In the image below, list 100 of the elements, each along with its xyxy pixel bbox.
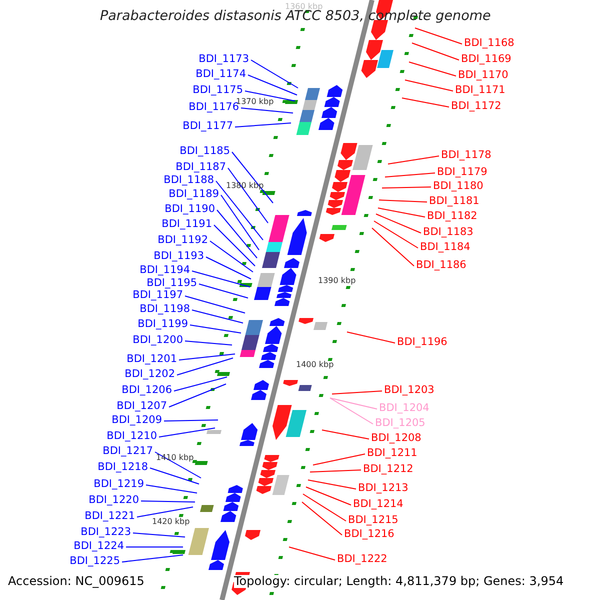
leader-line [178,354,236,360]
leader-line [216,210,258,258]
gene-label: BDI_1187 [176,161,226,174]
leader-line [234,122,292,128]
leader-line [192,310,244,324]
leader-line [302,494,346,522]
gene-label: BDI_1218 [98,461,148,474]
leader-line [206,256,252,280]
gene-label: BDI_1211 [367,447,418,460]
gene-label: BDI_1202 [124,368,175,381]
leader-line [330,398,374,424]
gene-label: BDI_1216 [344,528,394,541]
gene-label: BDI_1168 [464,37,514,50]
leader-line [310,470,362,472]
leader-line [168,384,226,408]
leader-line [140,500,196,502]
leader-line [214,224,256,266]
gene-label: BDI_1190 [164,203,215,216]
gene-label: BDI_1214 [353,498,404,511]
scale-label: 1360 kbp [285,2,323,11]
gene-label: BDI_1170 [458,69,508,82]
gene-label: BDI_1198 [140,303,190,316]
leader-line [192,270,250,288]
gene-label: BDI_1217 [102,445,153,458]
gene-label: BDI_1185 [180,145,230,158]
gene-label: BDI_1221 [84,510,135,523]
leader-line [158,428,216,438]
gene-label: BDI_1175 [192,84,243,97]
leader-line [176,358,234,376]
leader-line [250,60,298,88]
gene-label: BDI_1193 [154,250,204,263]
leader-line [232,152,274,204]
gene-label: BDI_1200 [132,334,183,347]
gene-label: BDI_1182 [427,210,478,223]
gene-label: BDI_1199 [138,318,188,331]
leader-line [376,214,422,234]
gene-label: BDI_1205 [375,417,426,430]
scale-label: 1400 kbp [296,360,334,370]
gene-label: BDI_1224 [74,540,124,553]
gene-label: BDI_1212 [363,463,414,476]
gene-label: BDI_1186 [416,259,466,272]
leader-line [384,172,436,178]
gene-label: BDI_1204 [379,402,430,415]
gene-label: BDI_1215 [348,514,398,527]
genome-info-text: Topology: circular; Length: 4,811,379 bp; Genes: 3,954 [234,575,564,588]
gene-label: BDI_1173 [198,53,249,66]
gene-label: BDI_1203 [384,384,434,397]
leader-line [372,228,414,266]
leader-line [210,240,254,272]
gene-label: BDI_1207 [116,400,167,413]
leader-line [220,194,260,250]
leader-line [312,454,366,466]
leader-line [402,98,450,108]
scale-label: 1370 kbp [236,97,274,106]
leader-line [154,452,202,478]
gene-label: BDI_1184 [420,241,470,254]
gene-label: BDI_1195 [146,277,197,290]
gene-label: BDI_1223 [80,526,131,539]
leader-line [244,90,296,102]
leader-line [150,468,200,484]
leader-line [122,554,184,562]
leader-line [198,284,248,298]
leader-line [184,296,246,314]
leader-line [378,200,428,202]
leader-line [388,156,440,164]
gene-label: BDI_1189 [168,188,219,201]
leader-line [126,546,184,548]
leader-line [346,332,396,344]
leader-line [288,546,336,560]
gene-label: BDI_1225 [70,555,120,568]
gene-label: BDI_1213 [358,482,408,495]
gene-label: BDI_1197 [132,289,183,302]
gene-label: BDI_1209 [112,414,162,427]
gene-label: BDI_1176 [188,101,239,114]
leader-line [228,168,268,224]
leader-line [302,502,342,536]
leader-line [132,532,186,538]
gene-label: BDI_1177 [182,120,233,133]
gene-label: BDI_1171 [455,84,506,97]
leader-line [408,62,456,76]
gene-label: BDI_1220 [88,494,139,507]
leader-line [414,28,462,44]
leader-line [216,180,264,240]
gene-label: BDI_1174 [196,68,246,81]
gene-label: BDI_1179 [437,166,488,179]
leader-line [404,80,454,92]
leader-line [190,324,242,334]
leader-line [306,486,352,506]
gene-label: BDI_1208 [371,432,422,445]
leader-line [322,430,370,440]
gene-label: BDI_1206 [122,384,172,397]
leader-line [146,484,198,494]
leader-line [164,420,218,422]
gene-label: BDI_1178 [441,149,492,162]
gene-label: BDI_1196 [397,336,448,349]
leader-line [412,42,460,60]
leader-line [240,108,294,114]
gene-label: BDI_1192 [158,234,208,247]
gene-label: BDI_1219 [94,478,144,491]
gene-label: BDI_1191 [162,218,212,231]
